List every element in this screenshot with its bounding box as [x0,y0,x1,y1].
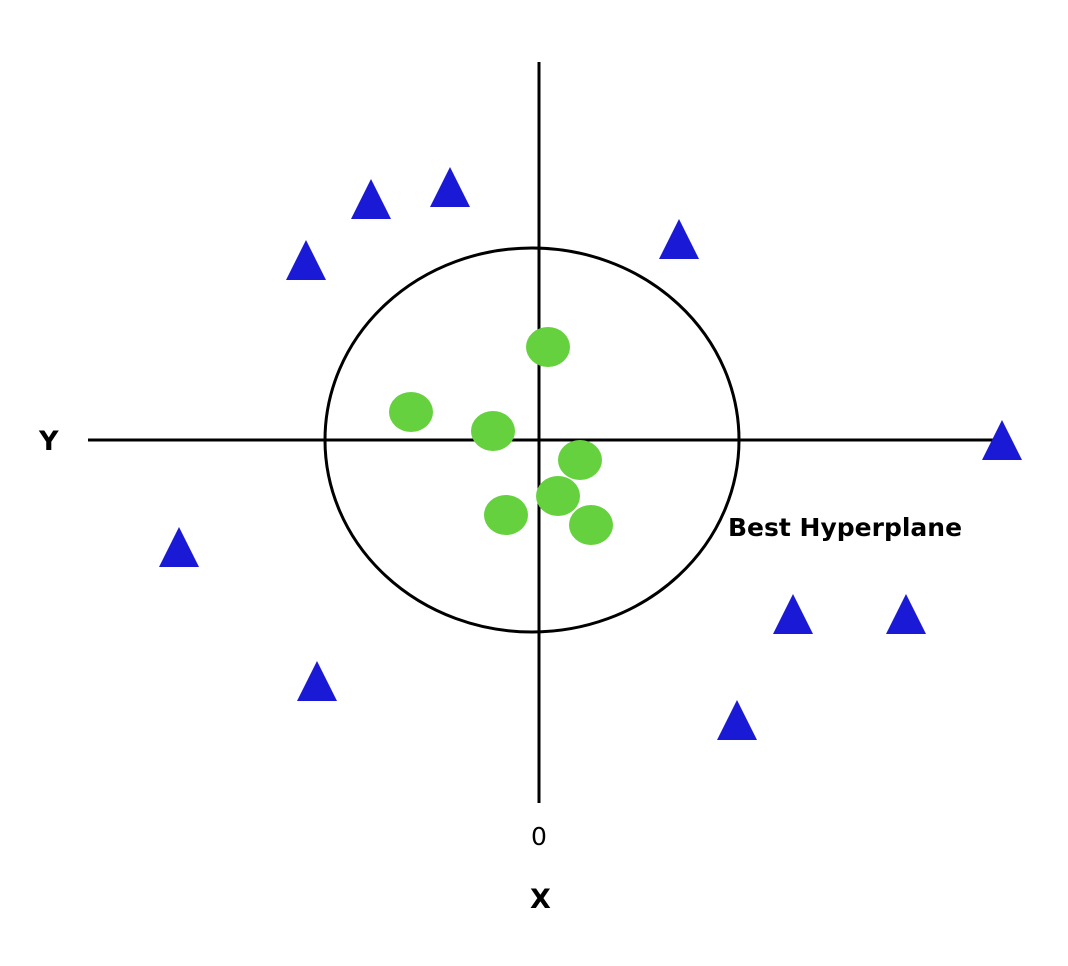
y-axis-label: Y [38,426,59,457]
circle-point [484,495,528,535]
triangle-point [982,420,1022,460]
circle-point [569,505,613,545]
circle-point [558,440,602,480]
origin-label: 0 [531,822,547,851]
triangle-point [351,179,391,219]
x-axis-label: X [530,884,551,915]
triangle-point [886,594,926,634]
circle-point [536,476,580,516]
triangle-point [717,700,757,740]
triangle-point [297,661,337,701]
hyperplane-label: Best Hyperplane [728,513,962,542]
best-hyperplane-circle [323,246,741,634]
triangle-point [286,240,326,280]
triangle-points [159,167,1022,740]
circle-points [389,327,613,545]
triangle-point [159,527,199,567]
circle-point [389,392,433,432]
circle-point [471,411,515,451]
triangle-point [430,167,470,207]
triangle-point [773,594,813,634]
triangle-point [659,219,699,259]
circle-point [526,327,570,367]
